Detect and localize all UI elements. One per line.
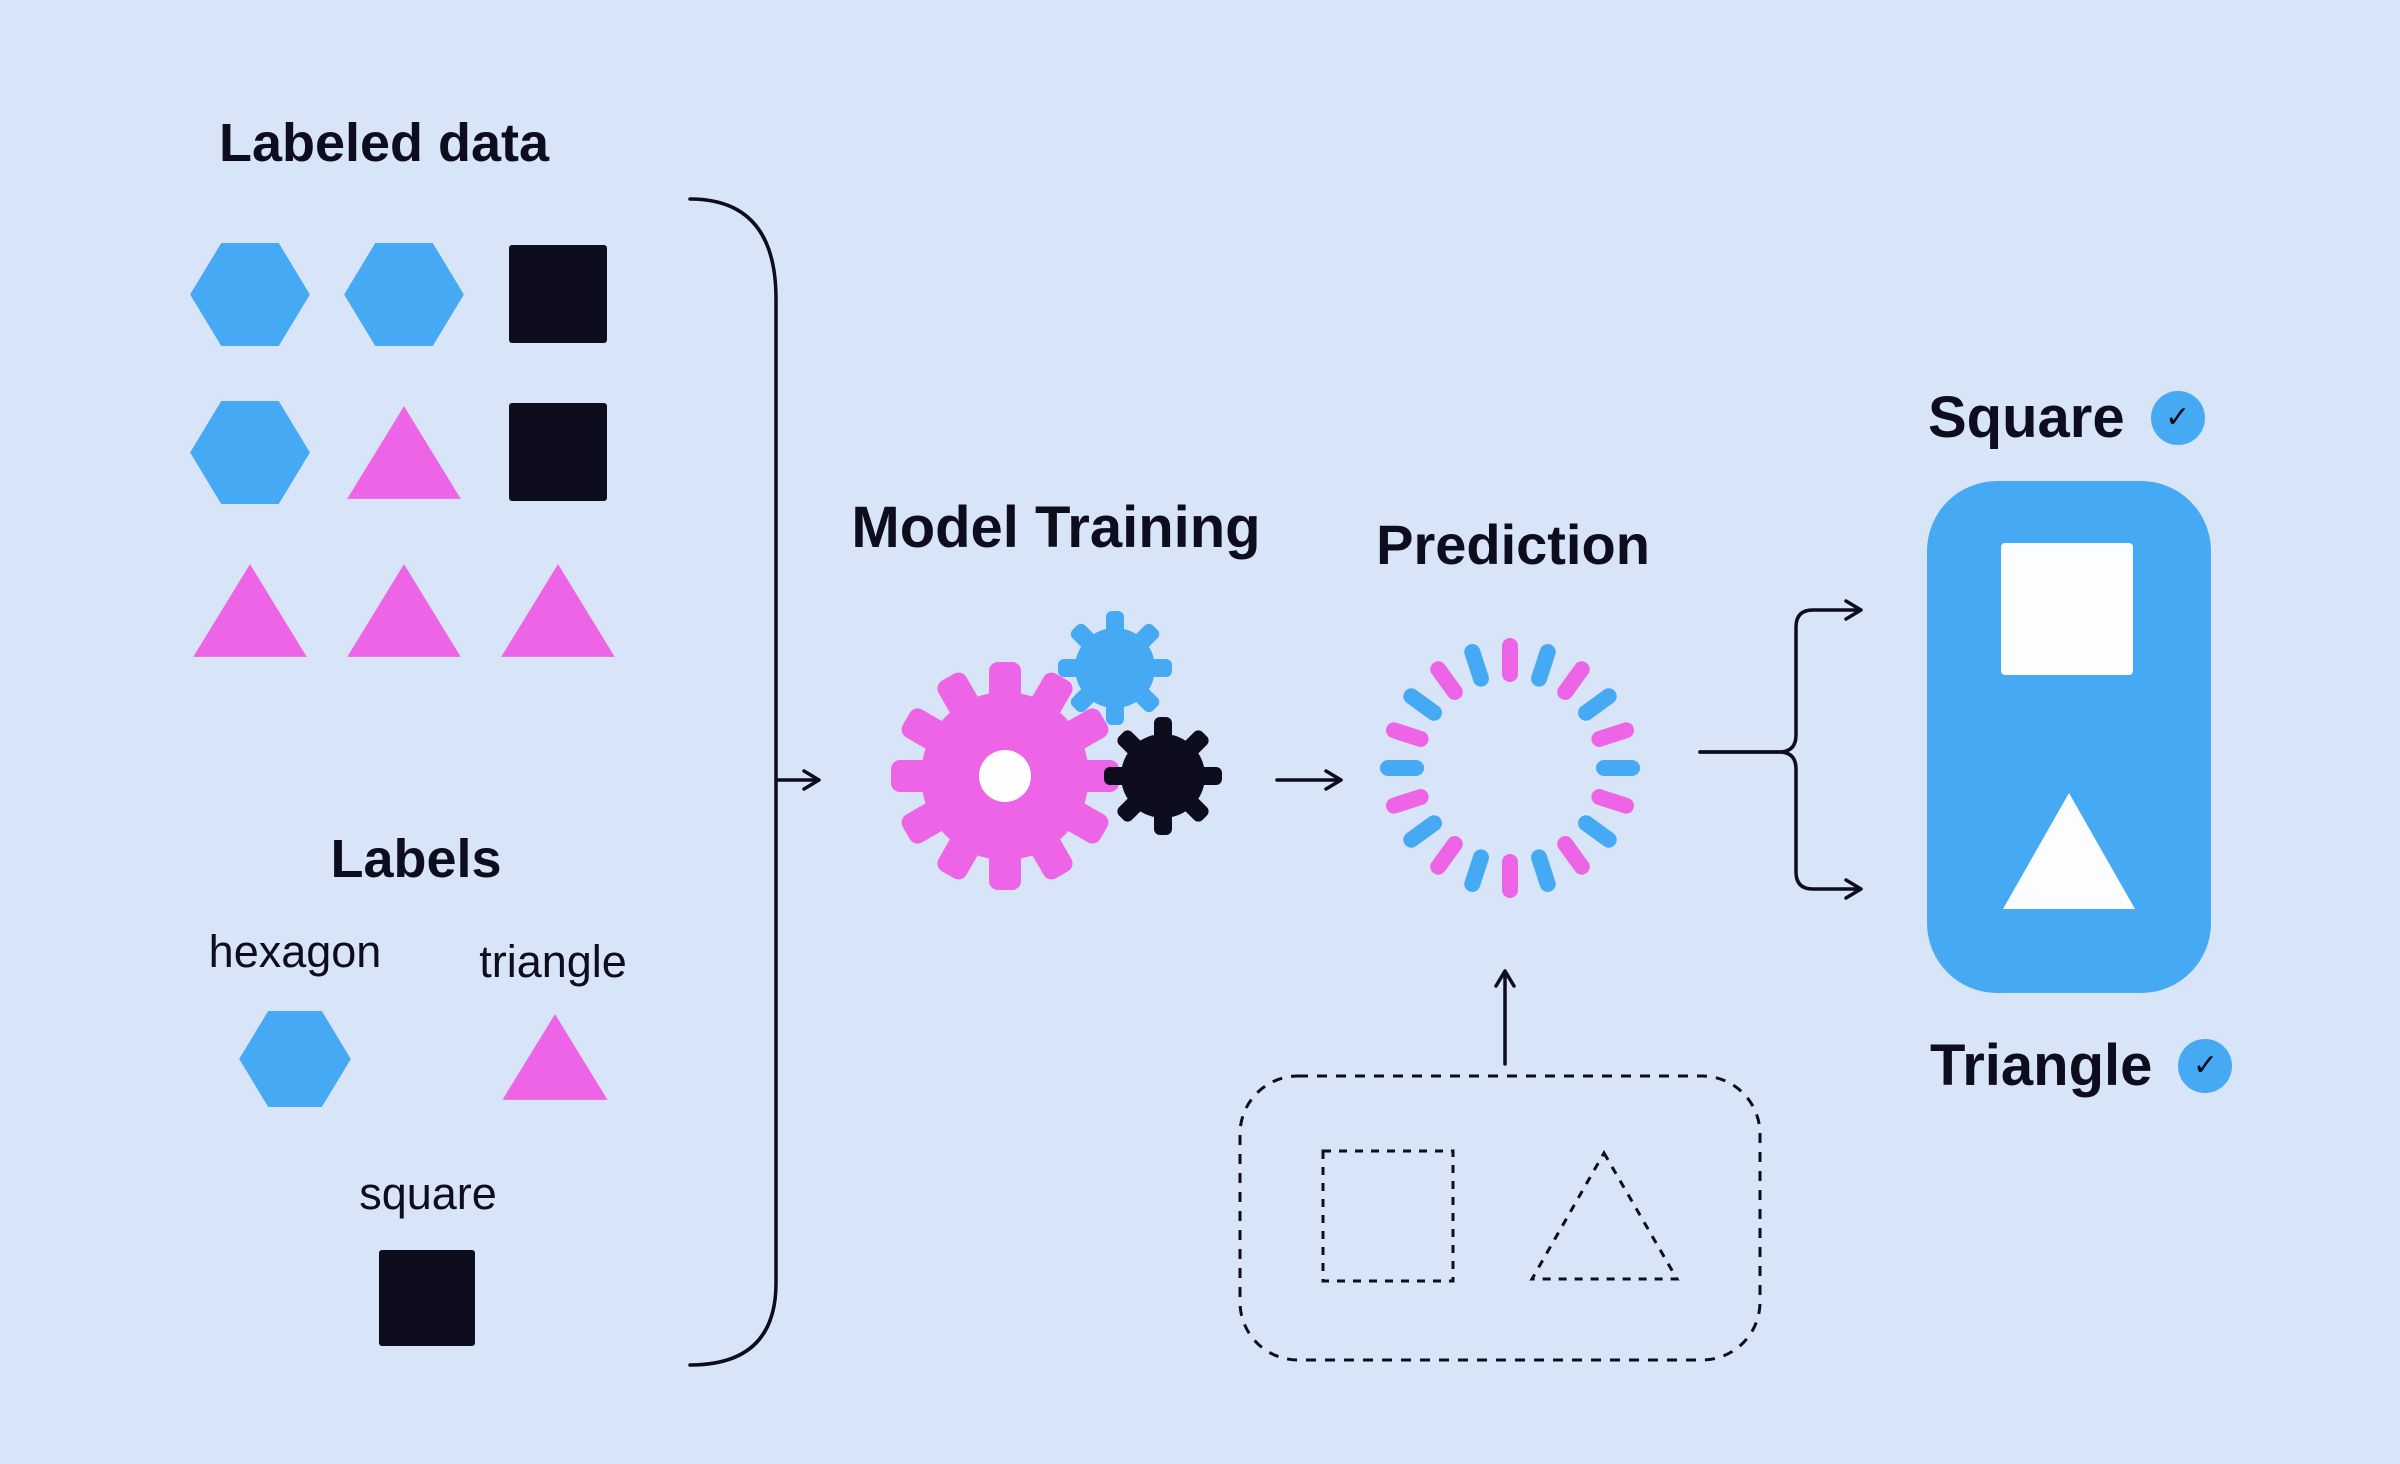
- blue-gear-icon: [1058, 611, 1172, 725]
- square-shape: [509, 245, 607, 343]
- grid-row: [190, 398, 618, 506]
- pink-gear-icon: [891, 662, 1119, 890]
- triangle-shape: [347, 405, 461, 499]
- dashed-square-shape: [1321, 1149, 1455, 1283]
- check-badge: ✓: [2178, 1038, 2233, 1093]
- triangle-shape: [347, 563, 461, 657]
- square-shape: [379, 1250, 475, 1346]
- check-badge: ✓: [2150, 390, 2205, 445]
- triangle-shape: [501, 563, 615, 657]
- hexagon-shape: [239, 1011, 351, 1107]
- hexagon-shape-cell: [190, 240, 310, 348]
- arrow-prediction-to-square: [1698, 599, 1863, 754]
- triangle-shape: [502, 1014, 608, 1100]
- triangle-shape-cell: [344, 398, 464, 506]
- grid-row: [190, 556, 618, 664]
- hexagon-shape: [344, 242, 464, 346]
- triangle-shape-cell: [344, 556, 464, 664]
- classified-output-card: [1927, 481, 2211, 993]
- output-triangle-shape: [2003, 793, 2135, 909]
- hexagon-shape-cell: [344, 240, 464, 348]
- hexagon-example: [239, 1010, 351, 1108]
- output-row-square: Square ✓: [1928, 384, 2205, 451]
- model-training-title: Model Training: [851, 495, 1261, 560]
- prediction-title: Prediction: [1376, 513, 1650, 576]
- arrow-prediction-to-triangle: [1698, 750, 1863, 900]
- square-label: square: [359, 1168, 497, 1219]
- labels-title: Labels: [330, 829, 502, 889]
- data-bracket: [688, 197, 778, 1367]
- labeled-data-grid: [190, 240, 618, 664]
- triangle-example: [500, 1012, 610, 1102]
- hexagon-shape: [190, 400, 310, 504]
- hexagon-label: hexagon: [208, 926, 382, 977]
- square-shape: [509, 403, 607, 501]
- grid-row: [190, 240, 618, 348]
- triangle-shape: [193, 563, 307, 657]
- output-square-label: Square: [1928, 385, 2125, 450]
- square-shape-cell: [498, 240, 618, 348]
- hexagon-shape-cell: [190, 398, 310, 506]
- check-icon: ✓: [2165, 400, 2191, 434]
- hexagon-shape: [190, 242, 310, 346]
- output-triangle-label: Triangle: [1930, 1033, 2153, 1098]
- dashed-container: [1238, 1074, 1762, 1362]
- triangle-label: triangle: [479, 936, 627, 987]
- triangle-shape-cell: [498, 556, 618, 664]
- square-example: [379, 1250, 475, 1346]
- output-square-shape: [2001, 543, 2133, 675]
- labeled-data-title: Labeled data: [218, 113, 550, 173]
- unlabeled-input-box: [1238, 1074, 1762, 1362]
- check-icon: ✓: [2192, 1048, 2218, 1082]
- square-shape-cell: [498, 398, 618, 506]
- triangle-shape-cell: [190, 556, 310, 664]
- output-row-triangle: Triangle ✓: [1930, 1032, 2233, 1099]
- prediction-spinner-icon: [1380, 638, 1640, 898]
- dark-gear-icon: [1104, 717, 1222, 835]
- dashed-triangle-shape: [1529, 1149, 1680, 1281]
